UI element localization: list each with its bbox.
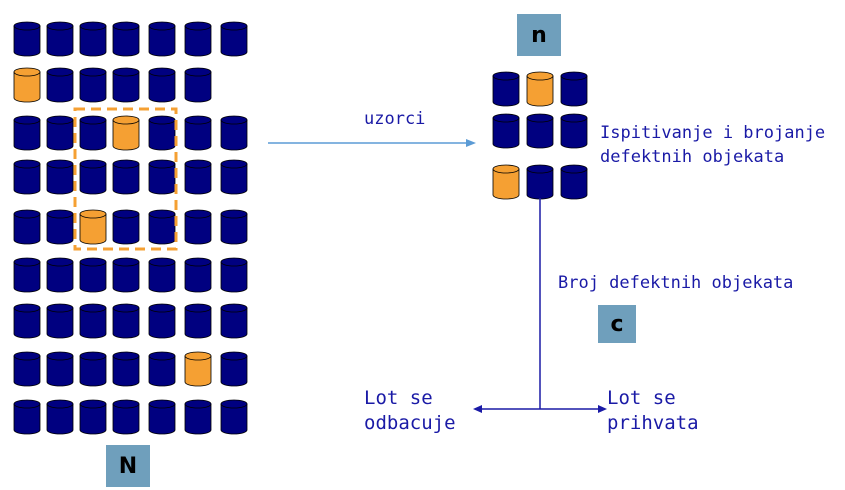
cylinder [13, 209, 41, 245]
cylinder [13, 115, 41, 151]
sample-cylinder [492, 71, 520, 107]
cylinder [148, 209, 176, 245]
sample-defective-cylinder [526, 71, 554, 107]
reject-label: Lot se odbacuje [364, 387, 456, 434]
cylinder [112, 399, 140, 435]
cylinder [112, 351, 140, 387]
cylinder [46, 159, 74, 195]
accept-arrowhead [598, 405, 607, 413]
cylinder [148, 399, 176, 435]
sample-cylinder [492, 113, 520, 149]
cylinder [148, 303, 176, 339]
cylinder [79, 67, 107, 103]
sampling-label: uzorci [364, 109, 426, 129]
defective-cylinder [112, 115, 140, 151]
cylinder [79, 399, 107, 435]
cylinder [148, 351, 176, 387]
cylinder [148, 115, 176, 151]
cylinder [79, 21, 107, 57]
cylinder [184, 257, 212, 293]
cylinder [46, 399, 74, 435]
sample-selection-box [73, 107, 178, 251]
cylinder [148, 21, 176, 57]
cylinder [13, 21, 41, 57]
cylinder [13, 303, 41, 339]
cylinder [46, 351, 74, 387]
sample-defective-cylinder [492, 164, 520, 200]
sample-cylinder [526, 113, 554, 149]
cylinder [220, 399, 248, 435]
cylinder [148, 67, 176, 103]
lot-cylinders [13, 21, 248, 435]
cylinder [13, 351, 41, 387]
cylinder [46, 67, 74, 103]
cylinder [79, 351, 107, 387]
sample-cylinder [526, 164, 554, 200]
sample-cylinder [560, 113, 588, 149]
cylinder [184, 115, 212, 151]
defect-count-label: Broj defektnih objekata [558, 273, 794, 293]
defective-cylinder [184, 351, 212, 387]
inspection-label: Ispitivanje i brojanje defektnih objekat… [600, 123, 826, 167]
cylinder [79, 115, 107, 151]
cylinder [112, 303, 140, 339]
cylinder [148, 257, 176, 293]
cylinder [220, 159, 248, 195]
sample-cylinders [492, 71, 588, 200]
cylinder [112, 159, 140, 195]
cylinder [112, 21, 140, 57]
sampling-arrowhead [466, 139, 476, 147]
accept-label: Lot se prihvata [607, 387, 699, 434]
cylinder [112, 67, 140, 103]
cylinder [220, 303, 248, 339]
cylinder [13, 399, 41, 435]
cylinder [148, 159, 176, 195]
reject-arrowhead [473, 405, 482, 413]
sample-cylinder [560, 71, 588, 107]
defect-count-box-c: c [598, 305, 636, 343]
cylinder [184, 159, 212, 195]
defective-cylinder [79, 209, 107, 245]
cylinder [79, 303, 107, 339]
cylinder [46, 257, 74, 293]
lot-size-box-N: N [106, 445, 150, 487]
cylinder [46, 303, 74, 339]
cylinder [184, 303, 212, 339]
defective-cylinder [13, 67, 41, 103]
cylinder [184, 399, 212, 435]
sample-cylinder [560, 164, 588, 200]
cylinder [220, 115, 248, 151]
cylinder [220, 257, 248, 293]
cylinder [79, 257, 107, 293]
cylinder [112, 257, 140, 293]
cylinder [184, 67, 212, 103]
cylinder [184, 21, 212, 57]
cylinder [184, 209, 212, 245]
cylinder [13, 257, 41, 293]
cylinder [46, 209, 74, 245]
cylinder [79, 159, 107, 195]
cylinder [46, 21, 74, 57]
cylinder [13, 159, 41, 195]
cylinder [112, 209, 140, 245]
cylinder [46, 115, 74, 151]
sample-size-box-n: n [517, 14, 561, 56]
cylinder [220, 209, 248, 245]
cylinder [220, 21, 248, 57]
cylinder [220, 351, 248, 387]
